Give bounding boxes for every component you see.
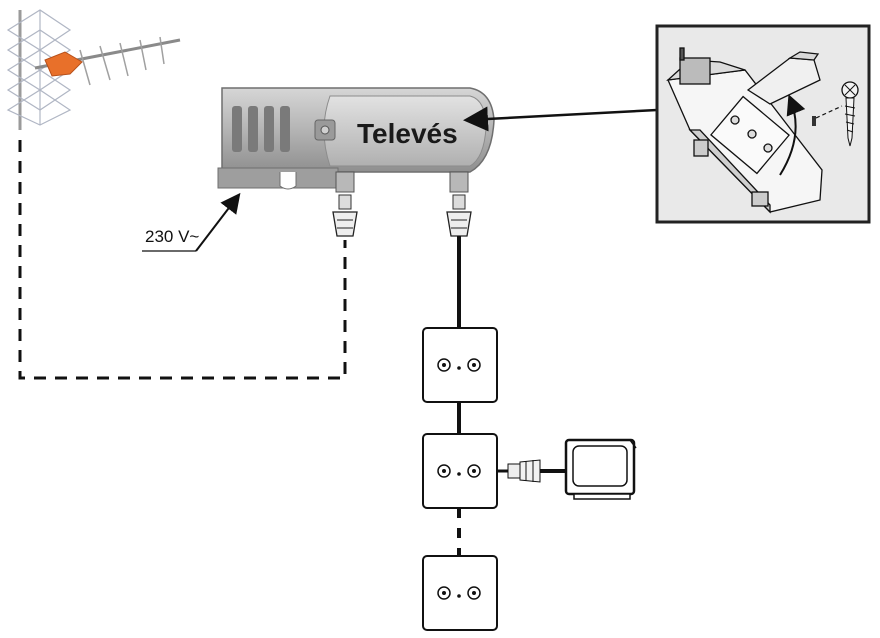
screw-icon (841, 81, 859, 147)
antenna-dipole (44, 51, 83, 77)
amplifier: Televés (217, 87, 495, 190)
antenna-cable-dashed (18, 140, 347, 380)
tv-icon (564, 438, 637, 500)
input-connector (332, 171, 358, 237)
wall-outlet (422, 433, 498, 509)
power-label: 230 V~ (145, 227, 199, 246)
arrow-curved-icon (779, 94, 806, 176)
small-screw-icon (812, 116, 816, 126)
power-arrow (195, 192, 241, 252)
wall-outlet (422, 555, 498, 631)
screw-guide-dashed (815, 105, 843, 119)
amplifier-vents (232, 106, 290, 152)
detail-inset (655, 24, 871, 224)
detail-arrow (463, 106, 658, 132)
tv-plug-cable (497, 459, 566, 483)
antenna-icon (6, 9, 181, 130)
output-connector (446, 171, 472, 237)
amplifier-open-lid-icon (666, 47, 823, 214)
brand-logo: Televés (357, 118, 458, 149)
wall-outlet (422, 327, 498, 403)
